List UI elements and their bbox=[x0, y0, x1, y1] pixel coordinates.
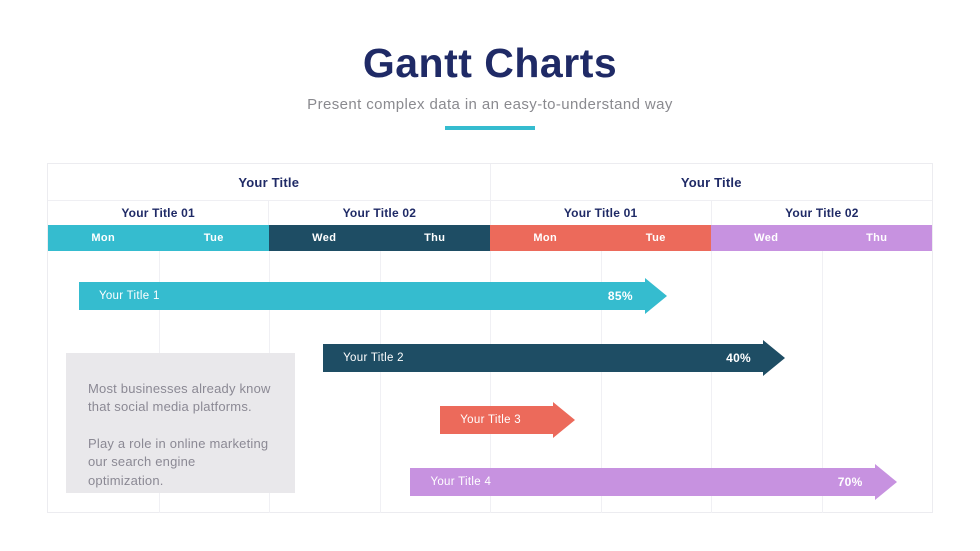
note-paragraph: Play a role in online marketing our sear… bbox=[88, 435, 269, 488]
grid-line bbox=[600, 251, 602, 513]
gantt-bar-label: Your Title 1 bbox=[98, 290, 160, 302]
grid-line bbox=[821, 251, 823, 513]
grid-line bbox=[379, 251, 381, 513]
page-title: Gantt Charts bbox=[362, 40, 618, 86]
gantt-bar-percent: 70% bbox=[837, 475, 863, 489]
arrow-head-icon bbox=[644, 278, 667, 314]
arrow-head-icon bbox=[553, 402, 576, 438]
day-header-cell: Thu bbox=[379, 225, 490, 251]
note-paragraph: Most businesses already know that social… bbox=[88, 381, 271, 415]
slide-subtitle: Present complex data in an easy-to-under… bbox=[307, 96, 673, 113]
gantt-bar-label: Your Title 2 bbox=[343, 352, 404, 364]
day-header-cell: Mon bbox=[490, 225, 601, 251]
day-header-cell: Tue bbox=[158, 225, 269, 251]
subgroup-header-cell: Your Title 02 bbox=[269, 201, 491, 225]
gantt-bar: Your Title 3 bbox=[440, 402, 576, 438]
group-header-cell: Your Title bbox=[680, 174, 742, 190]
gantt-bar: Your Title 1 85% bbox=[78, 278, 667, 314]
gantt-bar: Your Title 4 70% bbox=[410, 464, 897, 500]
day-header-cell: Wed bbox=[711, 225, 822, 251]
day-header-cell: Mon bbox=[48, 225, 159, 251]
arrow-head-icon bbox=[874, 464, 897, 500]
grid-line bbox=[490, 251, 491, 513]
day-header-cell: Thu bbox=[821, 225, 932, 251]
group-header-row: Your Title Your Title bbox=[48, 164, 932, 201]
gantt-bar-percent: 40% bbox=[726, 351, 752, 365]
gantt-bar-percent: 85% bbox=[607, 289, 633, 303]
grid-line bbox=[711, 251, 712, 513]
day-header-cell: Tue bbox=[600, 225, 711, 251]
note-box: Most businesses already know that social… bbox=[66, 353, 295, 493]
day-header-cell: Wed bbox=[269, 225, 380, 251]
subgroup-header-cell: Your Title 01 bbox=[491, 201, 712, 225]
gantt-bar-label: Your Title 4 bbox=[430, 476, 492, 488]
subgroup-header-row: Your Title 01 Your Title 02 Your Title 0… bbox=[48, 201, 932, 225]
accent-underline bbox=[445, 126, 535, 130]
slide-header: Gantt Charts Present complex data in an … bbox=[0, 0, 980, 130]
arrow-head-icon bbox=[763, 340, 786, 376]
subgroup-header-cell: Your Title 01 bbox=[48, 201, 270, 225]
gantt-bar-label: Your Title 3 bbox=[460, 414, 521, 426]
gantt-bar: Your Title 2 40% bbox=[323, 340, 786, 376]
group-header-cell: Your Title bbox=[48, 164, 491, 200]
subgroup-header-cell: Your Title 02 bbox=[785, 206, 859, 220]
